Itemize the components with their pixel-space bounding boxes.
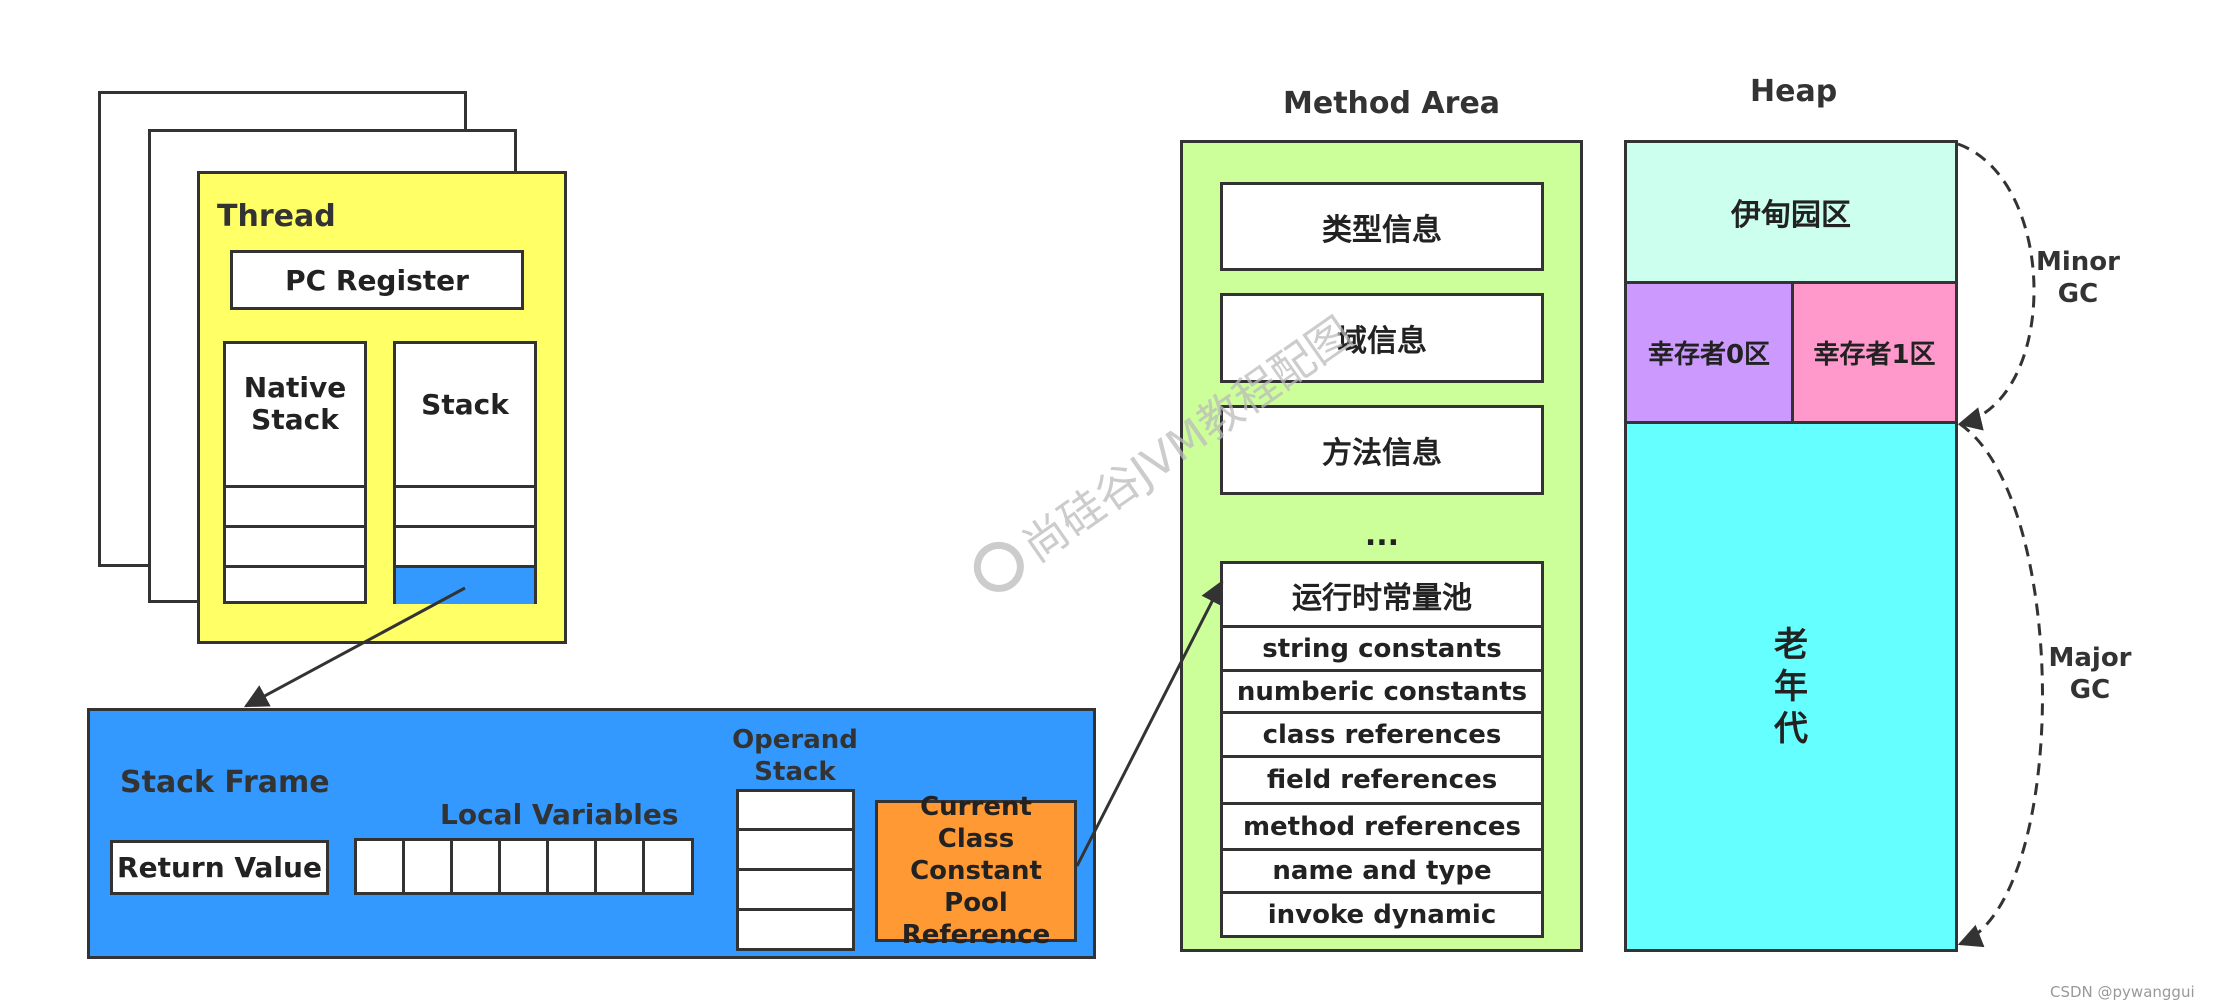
- old-generation-label: 老年代: [1774, 624, 1808, 749]
- operand-stack-slot: [739, 828, 852, 868]
- current-class-constant-pool-reference: Current Class Constant Pool Reference: [875, 792, 1077, 950]
- operand-stack-slot: [739, 908, 852, 948]
- native-stack-slot: [226, 525, 364, 565]
- local-variable-slot: [357, 841, 405, 892]
- local-variable-slot: [453, 841, 501, 892]
- method-area-ellipsis: ...: [1364, 517, 1400, 553]
- major-gc-label: Major GC: [2048, 643, 2132, 705]
- local-variables-label: Local Variables: [440, 798, 679, 831]
- pool-item-field-references: field references: [1223, 755, 1541, 802]
- method-area-item-type-info: 类型信息: [1220, 182, 1544, 271]
- operand-stack-slot: [739, 868, 852, 908]
- method-area-item-method-info: 方法信息: [1220, 405, 1544, 495]
- method-area-item-field-info: 域信息: [1220, 293, 1544, 383]
- pool-item-string-constants: string constants: [1223, 625, 1541, 669]
- pool-item-method-references: method references: [1223, 802, 1541, 848]
- method-area-title: Method Area: [1283, 86, 1501, 121]
- native-stack-label: Native Stack: [243, 371, 347, 436]
- local-variable-slot: [405, 841, 453, 892]
- native-stack-slot: [226, 565, 364, 604]
- credit: CSDN @pywanggui: [2050, 983, 2195, 1001]
- old-generation-space: 老年代: [1627, 424, 1955, 949]
- pool-item-numberic-constants: numberic constants: [1223, 669, 1541, 711]
- runtime-constant-pool-title: 运行时常量池: [1292, 580, 1472, 616]
- return-value-box: Return Value: [110, 840, 329, 895]
- local-variable-slot: [501, 841, 549, 892]
- local-variables-array: [354, 838, 694, 895]
- runtime-constant-pool: 运行时常量池 string constants numberic constan…: [1220, 561, 1544, 938]
- minor-gc-label: Minor GC: [2036, 247, 2120, 309]
- pool-item-invoke-dynamic: invoke dynamic: [1223, 891, 1541, 935]
- survivor-1-space: 幸存者1区: [1794, 284, 1955, 424]
- arrow-minor-gc: [1957, 142, 2036, 431]
- local-variable-slot: [597, 841, 645, 892]
- native-stack-slot: [226, 485, 364, 525]
- operand-stack-label: Operand Stack: [732, 725, 858, 787]
- pool-item-class-references: class references: [1223, 711, 1541, 755]
- stack-slot: [396, 525, 534, 565]
- native-stack-box: Native Stack: [223, 341, 367, 604]
- stack-label: Stack: [421, 387, 509, 421]
- local-variable-slot: [549, 841, 597, 892]
- pc-register-box: PC Register: [230, 250, 524, 310]
- heap-title: Heap: [1750, 74, 1838, 109]
- stack-slot: [396, 485, 534, 525]
- arrow-reference-to-pool: [1075, 579, 1224, 867]
- pool-item-name-and-type: name and type: [1223, 848, 1541, 891]
- arrow-major-gc: [1957, 422, 2044, 948]
- heap-box: 伊甸园区 幸存者0区 幸存者1区 老年代: [1624, 140, 1958, 952]
- thread-title: Thread: [217, 199, 336, 234]
- eden-space: 伊甸园区: [1627, 143, 1955, 284]
- arrow-stack-to-frame: [243, 586, 466, 708]
- stack-box: Stack: [393, 341, 537, 604]
- operand-stack-box: [736, 789, 855, 951]
- stack-slot-current: [396, 565, 534, 604]
- stack-frame-title: Stack Frame: [120, 765, 330, 800]
- survivor-0-space: 幸存者0区: [1627, 284, 1794, 424]
